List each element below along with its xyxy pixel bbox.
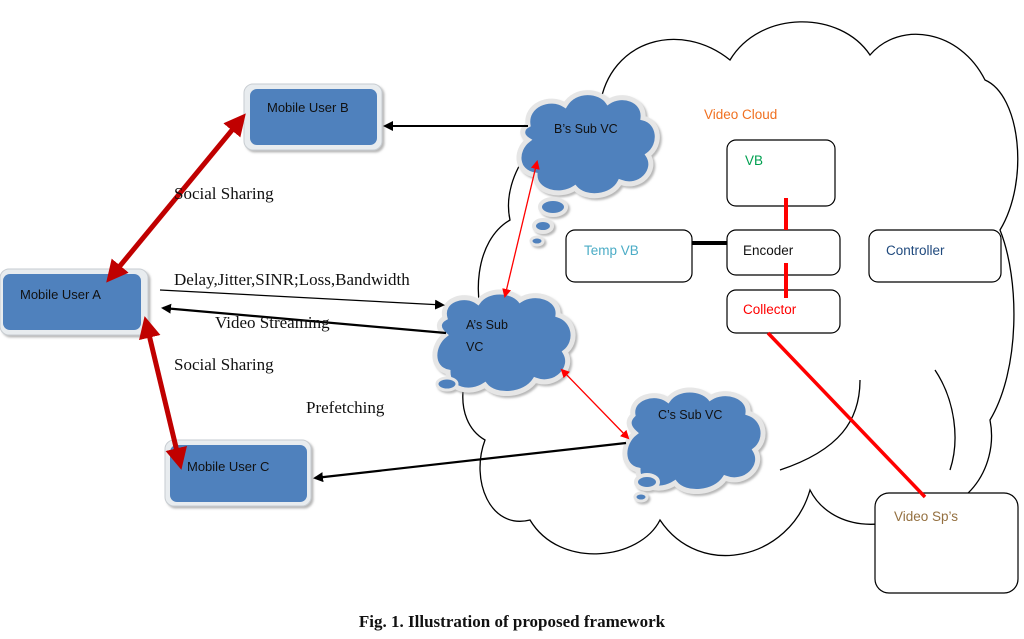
controller-label: Controller bbox=[886, 243, 945, 258]
collector-label: Collector bbox=[743, 302, 797, 317]
figure-caption: Fig. 1. Illustration of proposed framewo… bbox=[358, 612, 666, 631]
mobile-user-c-shape bbox=[164, 439, 312, 507]
vb-label: VB bbox=[745, 153, 764, 168]
metrics-arrow bbox=[159, 289, 445, 310]
a-sub-vc-label-line1: A’s Sub bbox=[466, 318, 508, 332]
prefetching-label: Prefetching bbox=[306, 398, 385, 417]
metrics-label: Delay,Jitter,SINR;Loss,Bandwidth bbox=[174, 270, 410, 289]
temp-vb-box bbox=[565, 229, 693, 283]
a-c-subvc-link bbox=[560, 368, 630, 440]
collector-videosp-link bbox=[766, 331, 927, 499]
encoder-label: Encoder bbox=[743, 243, 794, 258]
video-streaming-label: Video Streaming bbox=[215, 313, 330, 332]
b-sub-vc-label: B’s Sub VC bbox=[554, 122, 618, 136]
b-a-subvc-link bbox=[502, 160, 540, 298]
a-sub-vc-label-line2: VC bbox=[466, 340, 484, 354]
a-sub-vc-cloud bbox=[432, 289, 576, 397]
video-sp-box bbox=[874, 492, 1019, 594]
controller-box bbox=[868, 229, 1002, 283]
mobile-user-a-shape bbox=[0, 268, 149, 336]
social-sharing-ab-label: Social Sharing bbox=[174, 184, 274, 203]
social-sharing-a-b-arrow bbox=[106, 113, 246, 283]
mobile-user-a-label: Mobile User A bbox=[20, 287, 101, 302]
social-sharing-ac-label: Social Sharing bbox=[174, 355, 274, 374]
c-subvc-to-user-c-arrow bbox=[313, 441, 627, 483]
c-sub-vc-cloud bbox=[622, 387, 766, 503]
collector-box bbox=[726, 289, 841, 334]
mobile-user-b-shape bbox=[243, 83, 383, 151]
encoder-box bbox=[726, 229, 841, 276]
mobile-user-c-label: Mobile User C bbox=[187, 459, 270, 474]
c-sub-vc-label: C’s Sub VC bbox=[658, 408, 723, 422]
video-streaming-arrow bbox=[161, 303, 447, 335]
video-sp-label: Video Sp’s bbox=[894, 509, 959, 524]
video-cloud-label: Video Cloud bbox=[704, 107, 778, 122]
vb-box bbox=[726, 139, 836, 207]
temp-vb-label: Temp VB bbox=[584, 243, 639, 258]
social-sharing-a-c-arrow bbox=[139, 316, 187, 470]
mobile-user-b-label: Mobile User B bbox=[267, 100, 349, 115]
